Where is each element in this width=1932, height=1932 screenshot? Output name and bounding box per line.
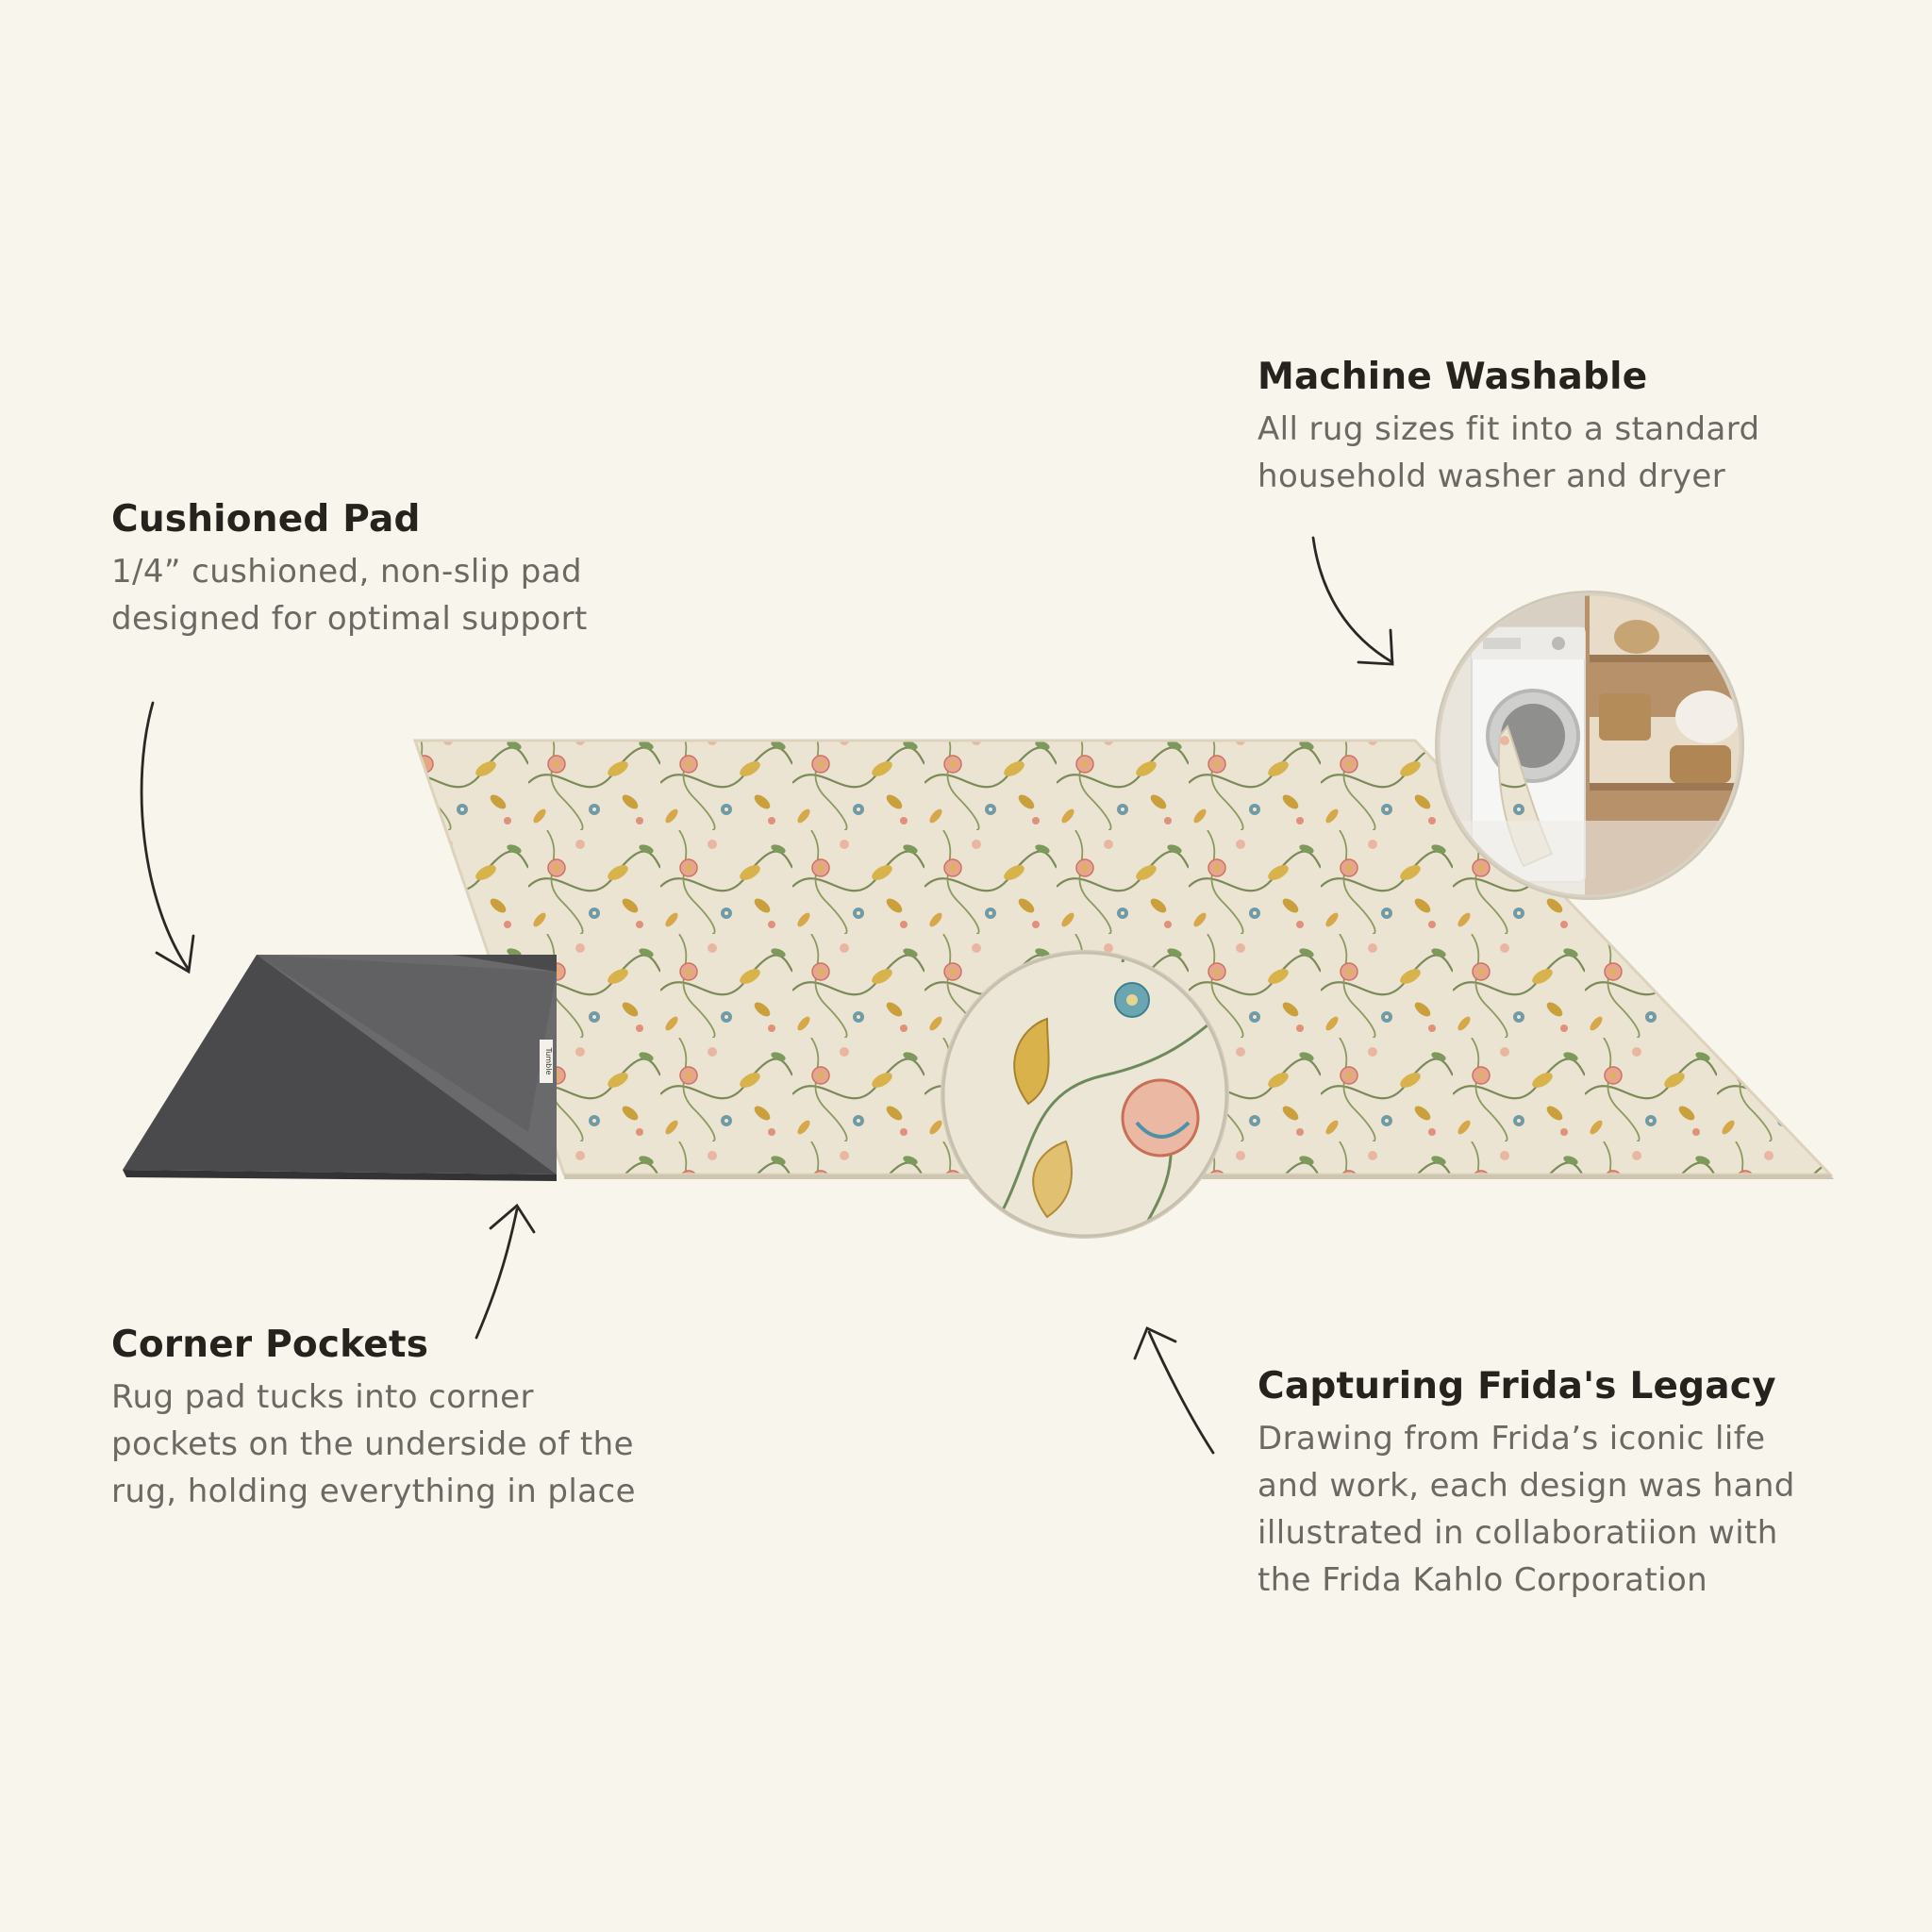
callout-text-line: the Frida Kahlo Corporation <box>1257 1560 1708 1599</box>
callout-fridas-legacy: Capturing Frida's Legacy Drawing from Fr… <box>1257 1365 1861 1604</box>
callout-title: Cushioned Pad <box>111 498 421 541</box>
callout-text-line: rug, holding everything in place <box>111 1472 636 1510</box>
callout-text-line: pockets on the underside of the <box>111 1424 634 1463</box>
callout-text-line: illustrated in collaboratiion with <box>1257 1513 1778 1552</box>
callout-machine-washable: Machine Washable All rug sizes fit into … <box>1257 356 1861 500</box>
callout-text-line: household washer and dryer <box>1257 457 1726 495</box>
callout-text-line: and work, each design was hand <box>1257 1466 1795 1505</box>
rug-pad: Tumble <box>123 955 557 1181</box>
arrow-icon <box>1311 536 1394 666</box>
callout-title: Corner Pockets <box>111 1324 429 1366</box>
pattern-zoom-circle <box>941 950 1229 1239</box>
arrow-icon <box>140 701 195 974</box>
callout-title: Capturing Frida's Legacy <box>1257 1365 1776 1407</box>
callout-text-line: designed for optimal support <box>111 599 588 638</box>
callout-corner-pockets: Corner Pockets Rug pad tucks into corner… <box>111 1324 696 1515</box>
brand-label <box>540 1040 553 1083</box>
callout-text-line: All rug sizes fit into a standard <box>1257 409 1760 448</box>
callout-text-line: Drawing from Frida’s iconic life <box>1257 1419 1766 1457</box>
callout-text-line: 1/4” cushioned, non-slip pad <box>111 552 582 591</box>
arrow-icon <box>475 1203 536 1340</box>
callout-title: Machine Washable <box>1257 356 1648 398</box>
callout-text-line: Rug pad tucks into corner <box>111 1377 534 1416</box>
arrow-icon <box>1133 1326 1215 1455</box>
brand-label-text: Tumble <box>544 1047 553 1075</box>
callout-cushioned-pad: Cushioned Pad 1/4” cushioned, non-slip p… <box>111 498 677 642</box>
